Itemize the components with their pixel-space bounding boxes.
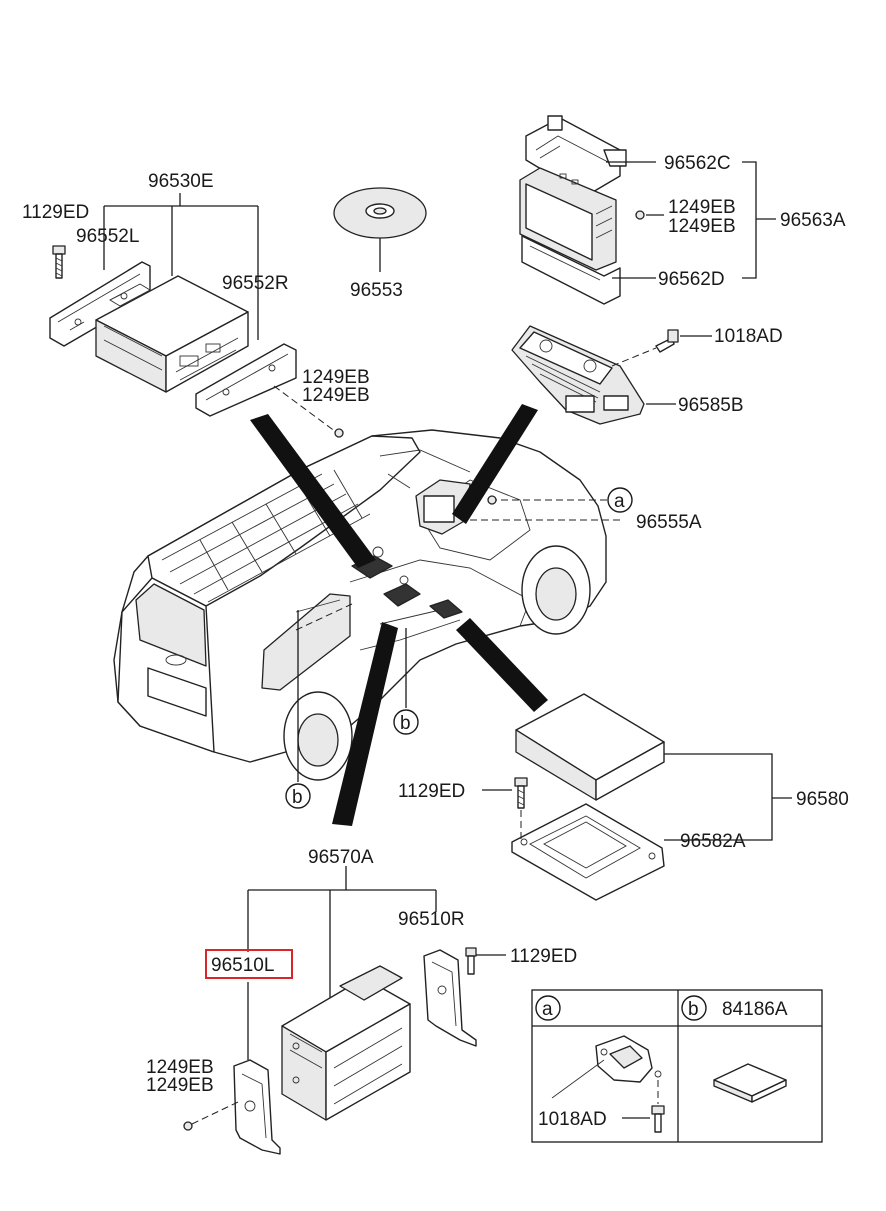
table-part-b-icon bbox=[713, 1063, 787, 1103]
callout-b1-circle bbox=[393, 709, 419, 735]
vehicle-body-illustration bbox=[113, 429, 620, 782]
label-1129ed-tl: 1129ED bbox=[22, 202, 89, 223]
pointer-amplifier bbox=[250, 414, 376, 568]
pointer-headunit bbox=[452, 404, 538, 524]
label-96585b: 96585B bbox=[678, 395, 744, 416]
label-1249eb-bl-2: 1249EB bbox=[146, 1075, 214, 1096]
pointer-module-96570a bbox=[332, 622, 398, 826]
label-1249eb-tr-1: 1249EB bbox=[668, 197, 736, 218]
table-part-a-icon bbox=[551, 1035, 665, 1133]
control-panel-96585b-part bbox=[511, 325, 712, 425]
amplifier-96570a-part bbox=[281, 965, 411, 1121]
amplifier-96530e-part bbox=[95, 275, 249, 393]
label-96510l: 96510L bbox=[211, 955, 274, 976]
label-96582a: 96582A bbox=[680, 831, 746, 852]
callout-a-circle bbox=[607, 487, 633, 513]
label-96555a: 96555A bbox=[636, 512, 702, 533]
bracket-96582a-part bbox=[511, 803, 665, 901]
callout-b1-text: b bbox=[400, 713, 411, 734]
bolt-1129ed-mr-icon bbox=[514, 777, 528, 809]
label-96562d: 96562D bbox=[658, 269, 725, 290]
bracket-96510l-part bbox=[233, 1059, 281, 1155]
head-unit-screen-part bbox=[519, 167, 617, 271]
label-1129ed-mr: 1129ED bbox=[398, 781, 465, 802]
amplifier-assembly-group bbox=[49, 193, 344, 438]
label-96563a: 96563A bbox=[780, 210, 846, 231]
bracket-96552r-part bbox=[195, 343, 297, 417]
screw-1249eb-tr-icon bbox=[635, 210, 645, 220]
label-1249eb-tr-2: 1249EB bbox=[668, 216, 736, 237]
table-part-a-label: 1018AD bbox=[538, 1109, 607, 1130]
label-1249eb-tl-2: 1249EB bbox=[302, 385, 370, 406]
table-part-b-label: 84186A bbox=[722, 999, 788, 1020]
table-head-b-circle bbox=[681, 995, 707, 1021]
disc-96553-icon bbox=[333, 187, 427, 272]
label-96570a: 96570A bbox=[308, 847, 374, 868]
head-unit-assembly-group bbox=[519, 115, 776, 305]
label-96562c: 96562C bbox=[664, 153, 731, 174]
label-1018ad-tr: 1018AD bbox=[714, 326, 783, 347]
label-96552r: 96552R bbox=[222, 273, 289, 294]
callout-b2-text: b bbox=[292, 787, 303, 808]
callout-b2-circle bbox=[285, 783, 311, 809]
label-1249eb-tl-1: 1249EB bbox=[302, 367, 370, 388]
module-96580-group bbox=[482, 693, 792, 901]
callout-table bbox=[531, 989, 823, 1143]
amplifier-96570a-group bbox=[183, 866, 506, 1155]
bolt-1129ed-br-icon bbox=[465, 947, 477, 975]
label-96580: 96580 bbox=[796, 789, 849, 810]
label-1129ed-br: 1129ED bbox=[510, 946, 577, 967]
label-96510r: 96510R bbox=[398, 909, 465, 930]
label-96552l: 96552L bbox=[76, 226, 139, 247]
bracket-96510r-part bbox=[423, 949, 477, 1047]
module-96580-part bbox=[515, 693, 665, 801]
table-head-a-text: a bbox=[542, 999, 553, 1020]
screw-1249eb-tl-icon bbox=[334, 428, 344, 438]
bolt-1018ad-tr-icon bbox=[655, 329, 679, 353]
highlight-box-96510l bbox=[205, 949, 293, 979]
callout-a-text: a bbox=[614, 491, 625, 512]
label-96553: 96553 bbox=[350, 280, 403, 301]
label-1249eb-bl-1: 1249EB bbox=[146, 1057, 214, 1078]
bolt-1129ed-icon bbox=[52, 245, 66, 279]
table-head-a-circle bbox=[535, 995, 561, 1021]
screw-1249eb-bl-icon bbox=[183, 1121, 193, 1131]
pointer-module-96580 bbox=[456, 618, 548, 712]
label-96530e: 96530E bbox=[148, 171, 214, 192]
table-head-b-text: b bbox=[688, 999, 699, 1020]
head-unit-bracket-96562d-part bbox=[521, 235, 621, 305]
